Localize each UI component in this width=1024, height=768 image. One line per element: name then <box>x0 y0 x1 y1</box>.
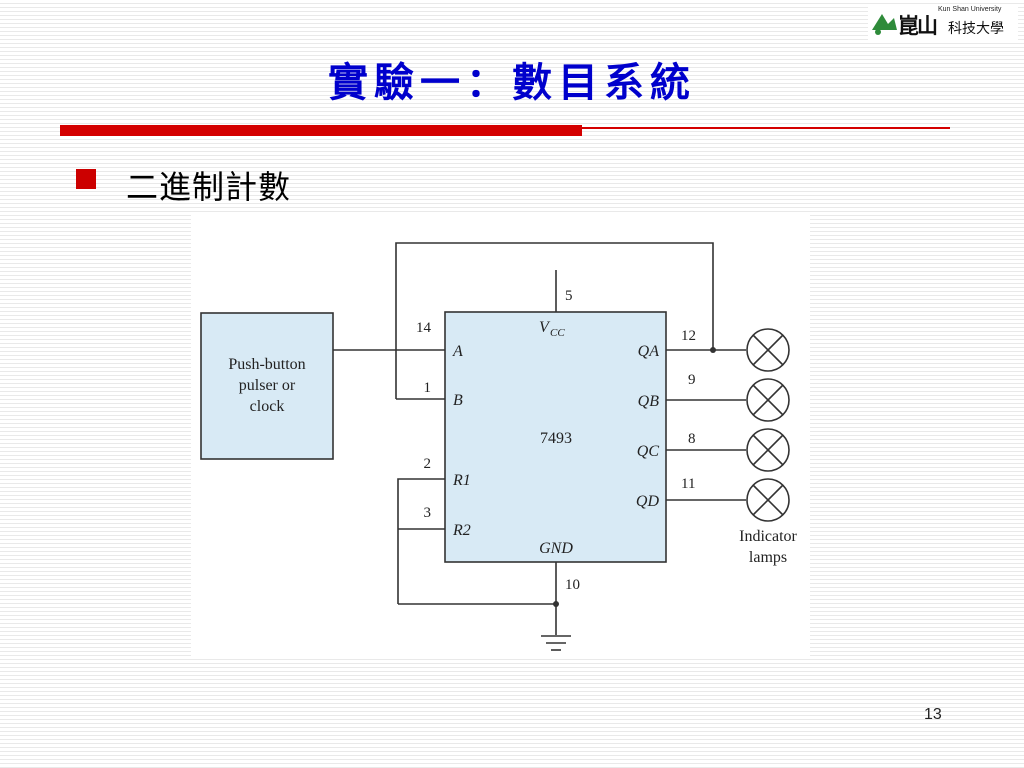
input-r1-label: R1 <box>452 472 471 489</box>
lamp-qc-icon <box>746 428 790 472</box>
output-qb-label: QB <box>638 393 660 410</box>
vcc-label: V <box>539 319 551 336</box>
vcc-subscript: CC <box>550 327 565 339</box>
bullet-square-icon <box>76 169 96 189</box>
pin-qa-number: 12 <box>681 328 696 344</box>
pin-a-number: 14 <box>416 320 432 336</box>
logo-chinese-sub: 科技大學 <box>948 21 1004 37</box>
pulser-label-1: Push-button <box>228 356 305 373</box>
lamp-label-2: lamps <box>749 549 787 566</box>
chip-7493 <box>444 311 667 563</box>
logo-emblem-icon <box>872 14 897 35</box>
pulser-box <box>200 312 334 460</box>
pin-r1-number: 2 <box>424 456 432 472</box>
pin-b-number: 1 <box>424 380 432 396</box>
input-b-label: B <box>453 392 463 409</box>
university-logo: Kun Shan University 崑山 科技大學 <box>868 4 1018 42</box>
logo-chinese-main: 崑山 <box>898 13 938 38</box>
bullet-text: 二進制計數 <box>126 168 292 206</box>
slide-title: 實驗一：數目系統 <box>328 59 696 106</box>
circuit-diagram: Push-button pulser or clock 7493 V CC GN… <box>191 215 810 657</box>
pin-r2-number: 3 <box>424 505 432 521</box>
pin-qb-number: 9 <box>688 372 696 388</box>
wire-r1 <box>397 478 445 604</box>
title-underline-thick <box>60 125 582 136</box>
pulser-label-2: pulser or <box>239 377 296 394</box>
feedback-wire <box>395 242 714 399</box>
input-r2-label: R2 <box>452 522 471 539</box>
ground-icon <box>541 635 571 651</box>
lamp-qb-icon <box>746 378 790 422</box>
lamp-qa-icon <box>746 328 790 372</box>
lamp-label-1: Indicator <box>739 528 797 545</box>
output-qa-label: QA <box>638 343 660 360</box>
pin-qc-number: 8 <box>688 431 696 447</box>
input-a-label: A <box>452 343 463 360</box>
title-underline-thin <box>582 127 950 129</box>
logo-english-text: Kun Shan University <box>938 6 1002 13</box>
junction-dot <box>553 601 559 607</box>
pin-gnd-number: 10 <box>565 577 580 593</box>
pin-qd-number: 11 <box>681 476 695 492</box>
junction-dot <box>710 347 716 353</box>
lamp-qd-icon <box>746 478 790 522</box>
pulser-label-3: clock <box>250 398 285 415</box>
pin-vcc-number: 5 <box>565 288 573 304</box>
circuit-svg: Push-button pulser or clock 7493 V CC GN… <box>200 242 798 651</box>
page-number: 13 <box>924 706 942 723</box>
output-qc-label: QC <box>637 443 660 460</box>
chip-name: 7493 <box>540 430 572 447</box>
output-qd-label: QD <box>636 493 660 510</box>
gnd-label: GND <box>539 540 573 557</box>
